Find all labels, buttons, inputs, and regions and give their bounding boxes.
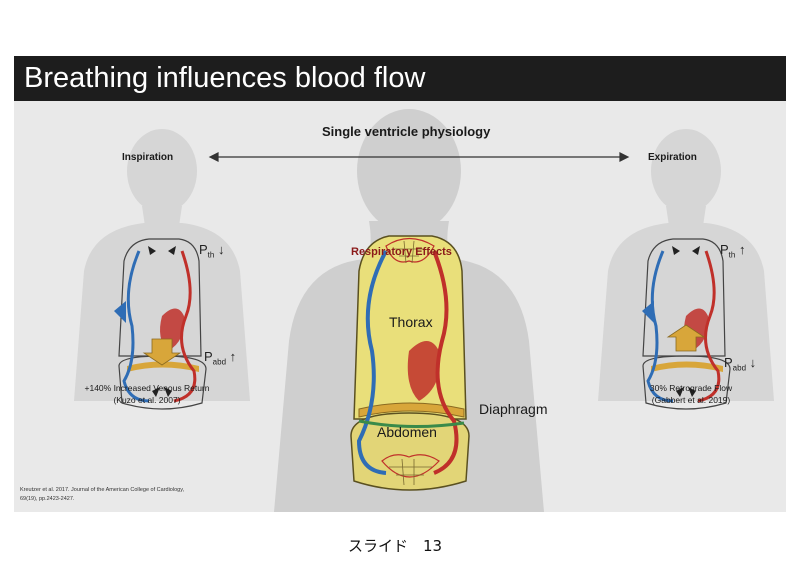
abdomen-label: Abdomen bbox=[377, 424, 437, 440]
title-bar: Breathing influences blood flow bbox=[14, 56, 786, 101]
thorax-label: Thorax bbox=[389, 314, 433, 330]
left-silhouette bbox=[74, 129, 250, 401]
pressure-subscript: abd bbox=[732, 363, 747, 373]
double-arrow bbox=[208, 152, 630, 162]
pressure-symbol: P bbox=[199, 242, 208, 257]
diaphragm-label: Diaphragm bbox=[479, 401, 548, 417]
expiration-caption: 30% Retrograde Flow bbox=[649, 383, 733, 393]
right-silhouette bbox=[598, 129, 774, 401]
up-arrow-icon: ↑ bbox=[229, 349, 237, 364]
inspiration-reference: (Kuzo et al. 2007) bbox=[113, 395, 181, 405]
slide: Breathing influences blood flow bbox=[14, 56, 786, 512]
citation-line-1: Kreutzer et al. 2017. Journal of the Ame… bbox=[20, 487, 185, 493]
respiratory-effects-title: Respiratory Effects bbox=[351, 246, 452, 258]
pressure-subscript: th bbox=[207, 250, 215, 260]
inspiration-caption: +140% Increased Venous Return bbox=[84, 383, 210, 393]
expiration-label: Expiration bbox=[648, 152, 697, 163]
pressure-subscript: abd bbox=[212, 357, 227, 367]
right-torso bbox=[642, 238, 731, 410]
down-arrow-icon: ↓ bbox=[217, 242, 225, 257]
right-thoracic-pressure: Pth ↑ bbox=[720, 242, 745, 260]
pressure-symbol: P bbox=[720, 242, 729, 257]
physiology-subtitle: Single ventricle physiology bbox=[322, 124, 491, 139]
left-abdominal-pressure: Pabd ↑ bbox=[204, 349, 236, 367]
pressure-subscript: th bbox=[728, 250, 736, 260]
citation-line-2: 69(19), pp.2423-2427. bbox=[20, 496, 75, 502]
expiration-reference: (Gabbert et al. 2019) bbox=[651, 395, 731, 405]
pressure-symbol: P bbox=[724, 355, 733, 370]
physiology-illustration bbox=[74, 109, 774, 512]
right-abdominal-pressure: Pabd ↓ bbox=[724, 355, 756, 373]
left-thoracic-pressure: Pth ↓ bbox=[199, 242, 224, 260]
inspiration-label: Inspiration bbox=[122, 152, 174, 163]
pressure-symbol: P bbox=[204, 349, 213, 364]
up-arrow-icon: ↑ bbox=[738, 242, 746, 257]
slide-number-label: スライド 13 bbox=[348, 537, 443, 555]
down-arrow-icon: ↓ bbox=[749, 355, 757, 370]
center-torso bbox=[350, 235, 470, 491]
slide-title: Breathing influences blood flow bbox=[24, 62, 426, 94]
left-torso bbox=[114, 238, 207, 410]
